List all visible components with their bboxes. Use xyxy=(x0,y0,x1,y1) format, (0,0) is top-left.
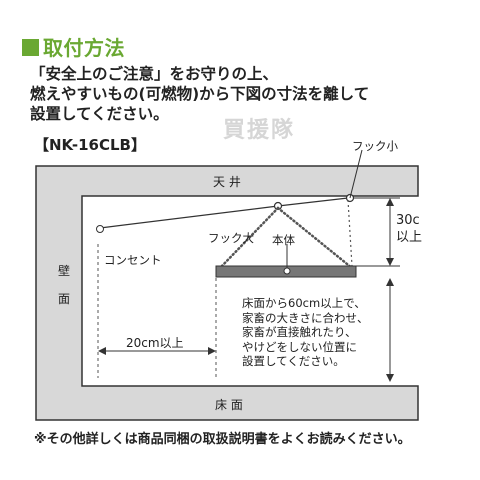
hook-small-label: フック小 xyxy=(352,139,398,153)
section-title: 取付方法 xyxy=(22,32,125,61)
watermark: 買援隊 xyxy=(223,118,296,143)
outlet-plug xyxy=(96,225,104,233)
intro-line: 燃えやすいもの(可燃物)から下図の寸法を離して xyxy=(30,85,370,103)
intro-line: 「安全上のご注意」をお守りの上、 xyxy=(30,65,279,83)
intro-text: 「安全上のご注意」をお守りの上、 燃えやすいもの(可燃物)から下図の寸法を離して… xyxy=(30,64,369,124)
note-line: やけどをしない位置に xyxy=(242,339,357,354)
intro-line: 設置してください。 xyxy=(30,105,169,123)
room-structure xyxy=(35,165,419,421)
heater-center-mark xyxy=(283,267,291,275)
note-line: 床面から60cm以上で、 xyxy=(242,296,366,310)
ceiling-label: 天 井 xyxy=(213,175,241,189)
note-line: 設置してください。 xyxy=(242,354,345,368)
heading-text: 取付方法 xyxy=(43,36,125,60)
power-cord xyxy=(99,197,349,229)
note-line: 家畜が直接触れたり、 xyxy=(242,325,357,339)
arrow-head xyxy=(98,347,106,355)
arrow-head xyxy=(386,374,394,382)
chain-center xyxy=(347,199,353,267)
floor-label: 床 面 xyxy=(215,398,243,412)
chain-right xyxy=(276,206,354,270)
footnote: ※その他詳しくは商品同梱の取扱説明書をよくお読みください。 xyxy=(34,432,411,447)
dim-30-line: 30c xyxy=(396,213,420,228)
arrow-head xyxy=(386,258,394,266)
hook-large-label: フック大 xyxy=(208,231,254,245)
note-line: 家畜の大きさに合わせ、 xyxy=(242,310,369,325)
arrow-head xyxy=(386,278,394,286)
dim-30-line: 以上 xyxy=(396,230,423,245)
body-label: 本体 xyxy=(272,233,295,247)
arrow-head xyxy=(208,347,216,355)
hook-small-leader xyxy=(349,149,363,199)
arrow-head xyxy=(386,198,394,206)
wall-label-1: 壁 xyxy=(58,264,71,278)
dim-30-label: 30c 以上 xyxy=(396,212,422,246)
chain-left xyxy=(218,206,280,270)
wall-label-2: 面 xyxy=(58,292,71,306)
placement-note: 床面から60cm以上で、 家畜の大きさに合わせ、 家畜が直接触れたり、 やけどを… xyxy=(242,296,369,369)
model-label: 【NK-16CLB】 xyxy=(34,136,146,154)
dim-20-label: 20cm以上 xyxy=(126,336,184,350)
square-bullet-icon xyxy=(22,39,39,56)
outlet-label: コンセント xyxy=(104,253,162,267)
